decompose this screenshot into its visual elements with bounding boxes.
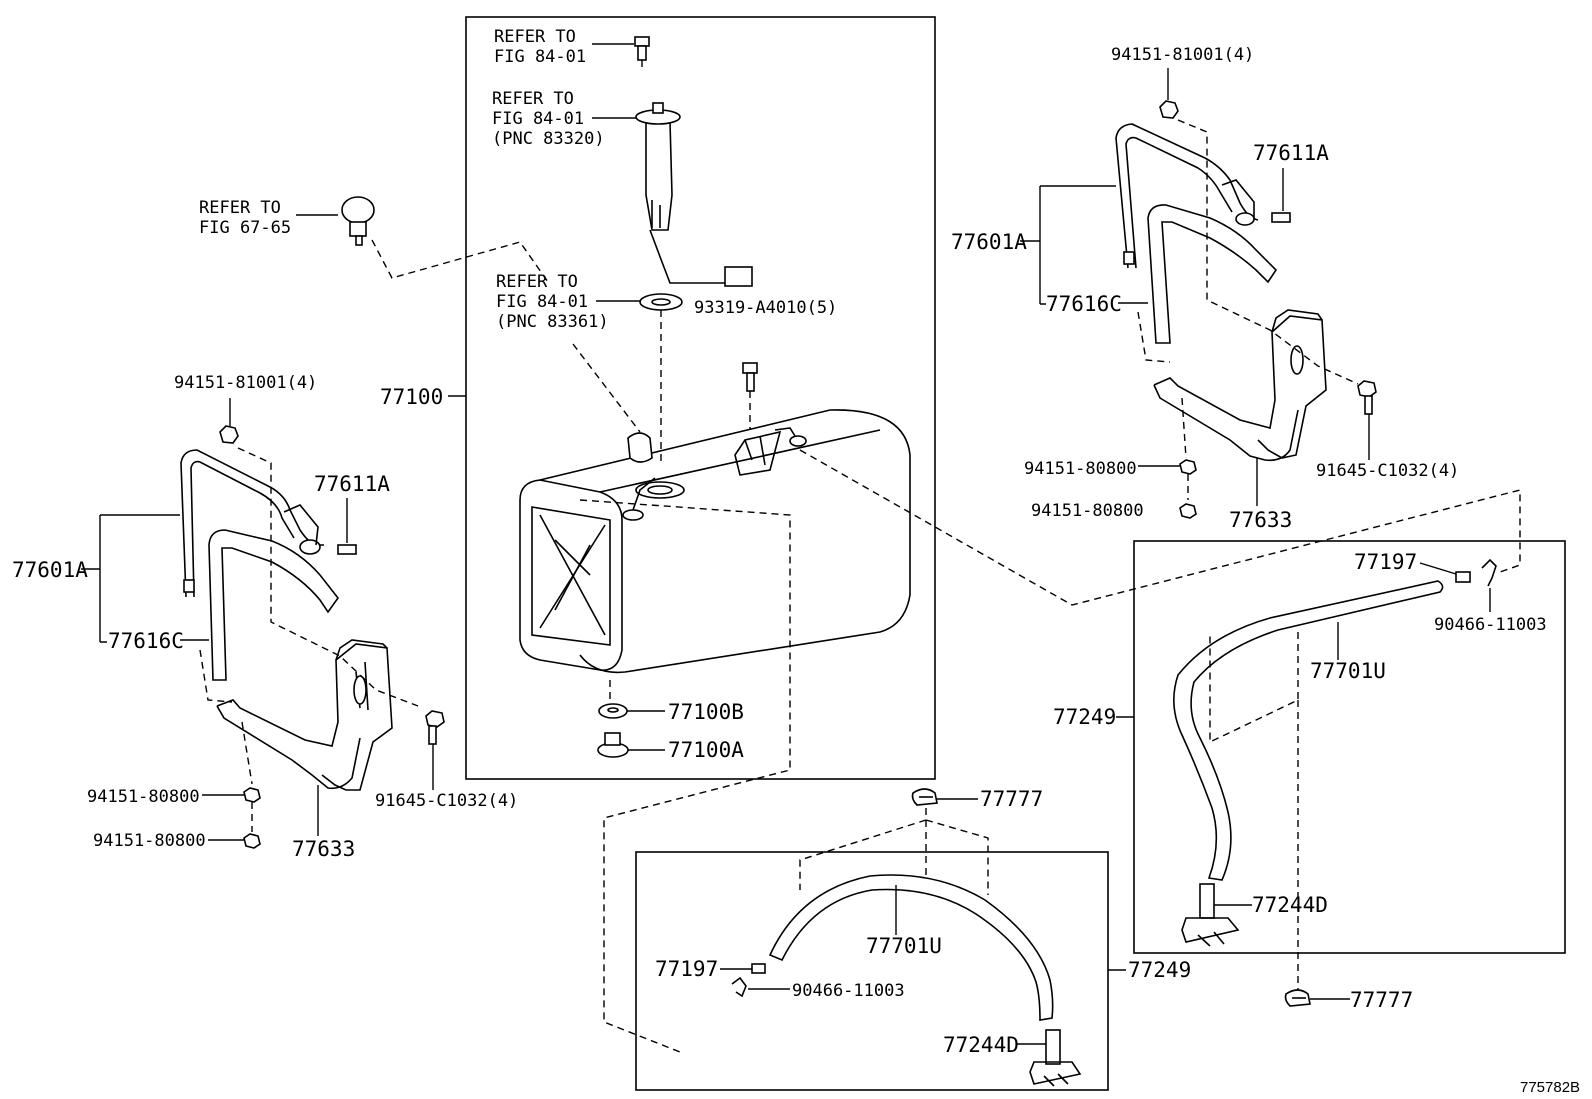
tank-assembly-frame — [465, 16, 936, 780]
right-hose-77197-label: 77197 — [1354, 550, 1417, 574]
fuel-sender-unit-part — [635, 102, 753, 287]
tank-77100-label: 77100 — [380, 385, 443, 409]
left-nut-81001-part — [219, 425, 239, 444]
refer-84-01-a-label: REFER TO — [494, 27, 576, 47]
right-strap-77616c-label: 77616C — [1046, 292, 1122, 316]
right-clip-90466-part — [1481, 558, 1497, 587]
drain-plug-77100a-label: 77100A — [668, 738, 744, 762]
right-tank-band-part — [1115, 123, 1259, 269]
bottom-clamp-77777-part — [911, 788, 938, 806]
refer-84-01-a-label-2: FIG 84-01 — [494, 47, 586, 67]
bottom-clamp-77777-label: 77777 — [980, 787, 1043, 811]
right-band-77601a-label: 77601A — [951, 230, 1027, 254]
refer-84-01-b-label-3: (PNC 83320) — [492, 129, 605, 149]
refer-84-01-b-label-2: FIG 84-01 — [492, 109, 584, 129]
right-bracket-part — [1153, 309, 1327, 462]
bolt-93319-part — [742, 362, 758, 392]
right-nut-80800-b-part — [1179, 503, 1197, 519]
gauge-bolt-part — [634, 36, 650, 61]
refer-84-01-c-label-2: FIG 84-01 — [496, 292, 588, 312]
fuel-tank-part — [519, 409, 911, 674]
bolt-93319-label: 93319-A4010(5) — [694, 298, 837, 318]
right-joint-77244d-part — [1181, 883, 1240, 947]
bottom-assy-77249-label: 77249 — [1128, 958, 1191, 982]
bottom-hose-77197-part — [751, 963, 766, 974]
left-tank-band-part — [180, 449, 324, 598]
right-hose-77197-part — [1455, 571, 1471, 583]
right-hose-77701u-label: 77701U — [1310, 659, 1386, 683]
right-hose-assembly-frame — [1133, 540, 1566, 954]
pad-77100b-part — [598, 703, 628, 719]
bottom-joint-77244d-part — [1029, 1029, 1082, 1087]
bottom-hose-77701u-label: 77701U — [866, 934, 942, 958]
left-nut-94151-80800-b-label: 94151-80800 — [93, 831, 206, 851]
refer-84-01-c-label: REFER TO — [496, 272, 578, 292]
figure-code-label: 775782B — [1520, 1079, 1580, 1096]
right-bolt-91645-label: 91645-C1032(4) — [1316, 461, 1459, 481]
right-assy-77249-label: 77249 — [1053, 705, 1116, 729]
refer-67-65-label: REFER TO — [199, 198, 281, 218]
bottom-hose-77701u-part — [768, 874, 1054, 1021]
left-nut-80800-b-part — [243, 833, 261, 849]
left-pin-77611a-label: 77611A — [314, 472, 390, 496]
left-bracket-77633-label: 77633 — [292, 837, 355, 861]
refer-84-01-b-label: REFER TO — [492, 89, 574, 109]
right-hose-77701u-part — [1173, 580, 1444, 881]
right-pin-77611a-label: 77611A — [1253, 141, 1329, 165]
right-bracket-77633-label: 77633 — [1229, 508, 1292, 532]
right-pin-77611a-part — [1271, 212, 1291, 223]
bottom-clip-90466-label: 90466-11003 — [792, 981, 905, 1001]
left-nut-94151-81001-label: 94151-81001(4) — [174, 373, 317, 393]
bottom-clip-90466-part — [731, 976, 747, 998]
right-nut-81001-part — [1159, 100, 1179, 119]
right-clip-90466-label: 90466-11003 — [1434, 615, 1547, 635]
right-clamp-77777-label: 77777 — [1350, 988, 1413, 1012]
right-nut-94151-80800-b-label: 94151-80800 — [1031, 501, 1144, 521]
left-nut-80800-a-part — [243, 787, 261, 803]
right-nut-94151-81001-label: 94151-81001(4) — [1111, 45, 1254, 65]
right-joint-77244d-label: 77244D — [1252, 893, 1328, 917]
left-bolt-91645-part — [425, 710, 445, 745]
left-nut-94151-80800-a-label: 94151-80800 — [87, 787, 200, 807]
left-strap-part — [208, 529, 339, 681]
right-bolt-91645-part — [1357, 380, 1377, 415]
right-nut-80800-a-part — [1179, 459, 1197, 475]
bottom-hose-77197-label: 77197 — [655, 957, 718, 981]
drain-plug-77100a-part — [597, 732, 629, 758]
bottom-joint-77244d-label: 77244D — [943, 1033, 1019, 1057]
refer-84-01-c-label-3: (PNC 83361) — [496, 312, 609, 332]
sender-gasket-part — [639, 293, 683, 311]
right-strap-part — [1147, 204, 1278, 344]
pad-77100b-label: 77100B — [668, 700, 744, 724]
bottom-hose-assembly-frame — [635, 851, 1109, 1091]
sender-gauge-part — [341, 196, 375, 246]
left-pin-77611a-part — [337, 544, 357, 555]
left-band-77601a-label: 77601A — [12, 558, 88, 582]
left-bracket-part — [216, 639, 393, 791]
left-strap-77616c-label: 77616C — [108, 629, 184, 653]
refer-67-65-label-2: FIG 67-65 — [199, 218, 291, 238]
left-bolt-91645-label: 91645-C1032(4) — [375, 791, 518, 811]
right-nut-94151-80800-a-label: 94151-80800 — [1024, 459, 1137, 479]
right-clamp-77777-part — [1284, 989, 1311, 1007]
